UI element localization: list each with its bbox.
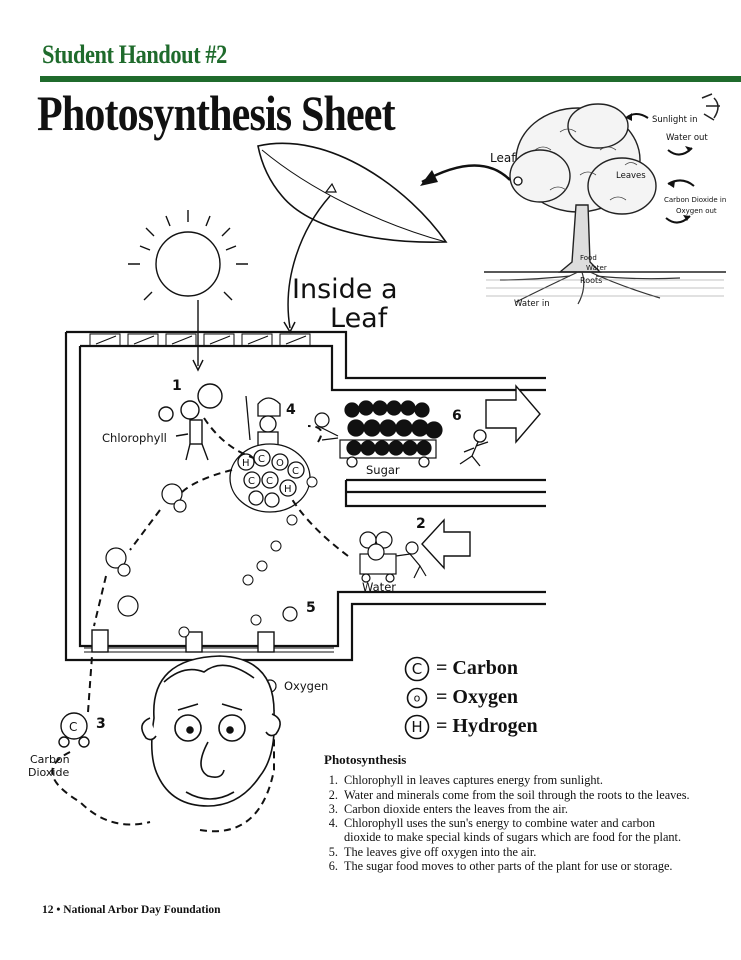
legend-oxygen-label: = Oxygen: [436, 686, 518, 708]
svg-text:C: C: [258, 454, 265, 465]
explanation-steps-list: Chlorophyll in leaves captures energy fr…: [324, 773, 694, 873]
chlorophyll-character-icon: [158, 383, 223, 461]
explanation-step: Chlorophyll uses the sun's energy to com…: [341, 816, 694, 845]
water-label: Water: [362, 580, 396, 594]
sun-icon: [128, 210, 248, 372]
tree-leaf-label: Leaf: [490, 151, 516, 165]
explanation-step: Chlorophyll in leaves captures energy fr…: [341, 773, 694, 787]
legend-hydrogen-label: = Hydrogen: [436, 715, 538, 737]
photosynthesis-explanation: Photosynthesis Chlorophyll in leaves cap…: [324, 752, 694, 873]
explanation-step: Carbon dioxide enters the leaves from th…: [341, 802, 694, 816]
step-number-1: 1: [172, 378, 182, 394]
svg-text:C: C: [69, 720, 77, 734]
header-divider: [40, 76, 741, 82]
molecule-characters-icon: [105, 483, 298, 622]
legend-oxygen: o = Oxygen: [404, 683, 538, 712]
co2-in-label: Carbon Dioxide in: [664, 196, 726, 204]
molecule-legend: C = Carbon o = Oxygen H = Hydrogen: [404, 654, 538, 741]
food-label: Food: [580, 254, 597, 262]
svg-text:C: C: [266, 476, 273, 487]
handout-label: Student Handout #2: [42, 40, 227, 69]
sugar-label: Sugar: [366, 463, 400, 477]
oxygen-label: Oxygen: [284, 679, 328, 693]
sugar-wagon-icon: [314, 400, 443, 468]
sunlight-in-label: Sunlight in: [652, 115, 697, 125]
leaf-icon: [257, 142, 448, 334]
explanation-heading: Photosynthesis: [324, 752, 407, 767]
tree-canopy-icon: [509, 103, 657, 215]
svg-text:C: C: [248, 476, 255, 487]
svg-text:H: H: [284, 484, 292, 495]
legend-hydrogen: H = Hydrogen: [404, 712, 538, 741]
roots-label: Roots: [580, 276, 602, 285]
oxygen-symbol-icon: o: [404, 685, 430, 711]
explanation-step: The sugar food moves to other parts of t…: [341, 859, 694, 873]
explanation-step: The leaves give off oxygen into the air.: [341, 845, 694, 859]
co2-label-line2: Dioxide: [28, 766, 69, 779]
oxygen-out-label: Oxygen out: [676, 207, 717, 215]
running-person-icon: [459, 429, 489, 467]
co2-label-line1: Carbon: [30, 753, 70, 766]
water-cart-icon: [359, 531, 427, 583]
svg-text:C: C: [292, 466, 299, 477]
chef-mixing-bowl-icon: H C O C C C H: [229, 395, 311, 513]
tree-water-label: Water: [586, 264, 607, 272]
step-number-4: 4: [286, 402, 296, 418]
inside-leaf-line1: Inside a: [292, 274, 398, 305]
tree-inset: Leaf Sunlight in Water out Leaves Carbon…: [482, 93, 728, 309]
step-number-3: 3: [96, 716, 106, 732]
water-in-label: Water in: [514, 299, 550, 309]
water-in-arrow-icon: [421, 518, 471, 570]
explanation-step: Water and minerals come from the soil th…: [341, 788, 694, 802]
small-sun-icon: [701, 93, 720, 121]
legend-carbon: C = Carbon: [404, 654, 538, 683]
person-face-icon: [141, 655, 281, 807]
svg-text:O: O: [276, 458, 284, 469]
svg-text:H: H: [242, 458, 250, 469]
carbon-dioxide-molecule-icon: C: [58, 712, 90, 748]
inside-leaf-line2: Leaf: [330, 303, 389, 334]
hydrogen-symbol-icon: H: [404, 714, 430, 740]
oxygen-symbol-text: o: [414, 691, 421, 704]
water-out-label: Water out: [666, 133, 708, 143]
step-number-2: 2: [416, 516, 426, 532]
carbon-symbol-icon: C: [404, 656, 430, 682]
page-title: Photosynthesis Sheet: [37, 85, 396, 141]
page-footer: 12 • National Arbor Day Foundation: [42, 904, 221, 916]
step-number-6: 6: [452, 408, 462, 424]
chlorophyll-label: Chlorophyll: [102, 431, 167, 445]
leaves-label: Leaves: [616, 171, 646, 181]
sugar-out-arrow-icon: [485, 384, 541, 444]
hydrogen-symbol-text: H: [411, 718, 422, 736]
legend-carbon-label: = Carbon: [436, 657, 518, 679]
carbon-symbol-text: C: [412, 660, 422, 678]
step-number-5: 5: [306, 600, 316, 616]
